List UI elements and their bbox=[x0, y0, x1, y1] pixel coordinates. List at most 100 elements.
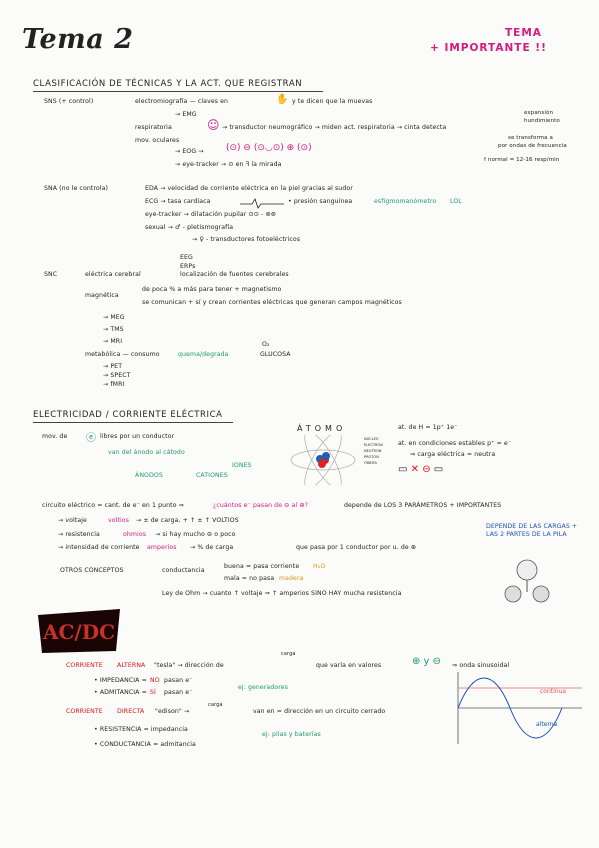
s3-ca4: que varía en valores bbox=[316, 662, 382, 669]
snc-meg: → MEG bbox=[103, 314, 125, 321]
sna-l4: sexual → ♂ - pletismografía bbox=[145, 224, 234, 231]
s2-depends: DEPENDE DE LAS CARGAS + LAS 2 PARTES DE … bbox=[486, 523, 578, 538]
sns-note3: se transforma a bbox=[508, 135, 553, 141]
s3-ca2: ALTERNA bbox=[117, 662, 146, 669]
sns-note1: expansión bbox=[524, 110, 554, 116]
s2-cond-t: conductancia bbox=[162, 567, 205, 574]
s2-volt3: → ± de carga, + ↑ ± ↑ VOLTIOS bbox=[136, 517, 239, 524]
s3-imp: • IMPEDANCIA = bbox=[94, 677, 147, 684]
sns-l1b: y te dicen que la muevas bbox=[292, 98, 373, 105]
snc-mri: → MRI bbox=[103, 338, 123, 345]
snc-meta: metabólica — consumo bbox=[85, 351, 160, 358]
s3-cc3: "edison" → bbox=[155, 708, 190, 715]
snc-mag2: se comunican + sí y crean corrientes elé… bbox=[142, 299, 402, 306]
svg-text:alterna: alterna bbox=[536, 721, 558, 728]
sns-l1-icon: ✋ bbox=[276, 94, 289, 105]
s3-adm: • ADMITANCIA = bbox=[94, 689, 147, 696]
cartoon-illustration bbox=[497, 556, 557, 610]
sna-label: SNA (no le controla) bbox=[44, 185, 108, 192]
snc-tms: → TMS bbox=[103, 326, 124, 333]
s2-cond2: ⇒ carga eléctrica = neutra bbox=[410, 451, 496, 458]
electron-icon: ⓔ bbox=[86, 433, 96, 444]
snc-spect: → SPECT bbox=[103, 372, 131, 379]
snc-mag: magnética bbox=[85, 292, 119, 299]
sns-l5: → EOG → bbox=[175, 148, 204, 155]
s2-circ3: depende de LOS 3 PARÁMETROS + IMPORTANTE… bbox=[344, 502, 502, 509]
s3-ca1: CORRIENTE bbox=[66, 662, 103, 669]
snc-eeg: EEG bbox=[180, 254, 193, 261]
sns-l1: electromiografía — claves en bbox=[135, 98, 229, 105]
snc-erps: ERPs bbox=[180, 263, 196, 270]
plus-minus-icons: ⊕ y ⊖ bbox=[412, 656, 442, 667]
sna-l5: → ♀ - transductores fotoeléctricos bbox=[192, 236, 301, 243]
s2-volt: → voltaje bbox=[58, 517, 87, 524]
person-icon: ☺ bbox=[207, 118, 220, 132]
s2-otros: OTROS CONCEPTOS bbox=[60, 567, 124, 574]
s2-ohm: Ley de Ohm → cuanto ↑ voltaje ⇒ ↑ amperi… bbox=[162, 590, 402, 597]
s2-buena: buena = pasa corriente bbox=[224, 563, 300, 570]
snc-glucosa: GLUCOSA bbox=[260, 351, 291, 358]
ac-dc-graph: continua alterna bbox=[452, 668, 592, 752]
snc-pet: → PET bbox=[103, 363, 123, 370]
s3-ca5: ⇒ onda sinusoidal bbox=[452, 662, 510, 669]
charge-icons: ▭ ✕ ⊖ ▭ bbox=[398, 464, 444, 475]
s3-pilas: ej: pilas y baterías bbox=[262, 731, 321, 738]
sns-note4: por ondas de frecuencia bbox=[498, 143, 567, 149]
s3-imp2: NO bbox=[150, 677, 160, 684]
sna-l2b: • presión sanguínea bbox=[288, 198, 353, 205]
section1-underline bbox=[33, 91, 323, 92]
atom-title: ÁTOMO bbox=[297, 424, 347, 433]
snc-meta2: quema/degrada bbox=[178, 351, 229, 358]
s3-cc2: DIRECTA bbox=[117, 708, 145, 715]
sns-label: SNS (+ control) bbox=[44, 98, 94, 105]
s3-ca3: "tesla" → dirección de bbox=[154, 662, 224, 669]
s2-cond: at. en condiciones estables p⁺ = e⁻ bbox=[398, 440, 512, 447]
s3-carga1: carga bbox=[281, 651, 296, 657]
s2-res2: ohmios bbox=[123, 531, 147, 538]
eye-icons: (⊙) ⊖ (⊙◡⊙) ⊕ (⊙) bbox=[226, 143, 312, 153]
sna-l1: EDA → velocidad de corriente eléctrica e… bbox=[145, 185, 353, 192]
sna-l2a: ECG → tasa cardíaca bbox=[145, 198, 211, 205]
s2-anodo: ÁNODOS bbox=[135, 472, 163, 479]
important-line1: TEMA bbox=[505, 27, 542, 39]
s3-carga2: carga bbox=[208, 702, 223, 708]
s2-l2: van del ánodo al cátodo bbox=[108, 449, 185, 456]
s3-res: • RESISTENCIA = impedancia bbox=[94, 726, 188, 733]
s3-cond: • CONDUCTANCIA = admitancia bbox=[94, 741, 196, 748]
s3-imp3: pasan e⁻ bbox=[164, 677, 193, 684]
page-title: Tema 2 bbox=[22, 24, 134, 55]
sna-l2c: esfigmomanómetro bbox=[374, 198, 437, 205]
svg-text:continua: continua bbox=[540, 688, 566, 695]
s3-gen: ej: generadores bbox=[238, 684, 289, 691]
s2-circ2: ¿cuántos e⁻ pasan de ⊖ al ⊕? bbox=[213, 502, 308, 509]
sns-note5: f normal = 12-16 resp/min bbox=[484, 157, 560, 163]
snc-fmri: → fMRI bbox=[103, 381, 125, 388]
s3-cc4: van en = dirección en un circuito cerrad… bbox=[253, 708, 386, 715]
atom-diagram bbox=[288, 431, 358, 489]
s2-res3: → si hay mucho ⊖ o poco bbox=[155, 531, 236, 538]
s2-cationes: CATIONES bbox=[196, 472, 228, 479]
sns-l6: → eye-tracker → ⊙ en ꟻ la mirada bbox=[175, 161, 282, 168]
sns-l3b: → transductor neumográfico → miden act. … bbox=[222, 124, 447, 131]
acdc-logo: AC/DC bbox=[34, 605, 124, 657]
s2-int4: que pasa por 1 conductor por u. de ⊕ bbox=[296, 544, 417, 551]
ecg-wave-icon bbox=[240, 194, 284, 213]
section2-heading: ELECTRICIDAD / CORRIENTE ELÉCTRICA bbox=[33, 410, 223, 420]
s2-h: at. de H = 1p⁺ 1e⁻ bbox=[398, 424, 458, 431]
s2-int3: → % de carga bbox=[190, 544, 234, 551]
s2-int: → intensidad de corriente bbox=[58, 544, 140, 551]
s2-l1: mov. de bbox=[42, 433, 68, 440]
s2-l1b: libres por un conductor bbox=[100, 433, 175, 440]
snc-l1: eléctrica cerebral bbox=[85, 271, 141, 278]
s2-res: → resistencia bbox=[58, 531, 100, 538]
s2-h2o: H₂O bbox=[313, 563, 326, 570]
s2-mala: mala = no pasa bbox=[224, 575, 275, 582]
sna-l2d: LOL bbox=[450, 198, 462, 205]
s3-adm2: SÍ bbox=[150, 689, 156, 696]
s3-cc1: CORRIENTE bbox=[66, 708, 103, 715]
sna-l3: eye-tracker → dilatación pupilar ⊙⊙ - ⊚⊚ bbox=[145, 211, 277, 218]
snc-label: SNC bbox=[44, 271, 58, 278]
snc-mag1: de poca % a más para tener + magnetismo bbox=[142, 286, 282, 293]
sns-l3: respiratoria bbox=[135, 124, 172, 131]
